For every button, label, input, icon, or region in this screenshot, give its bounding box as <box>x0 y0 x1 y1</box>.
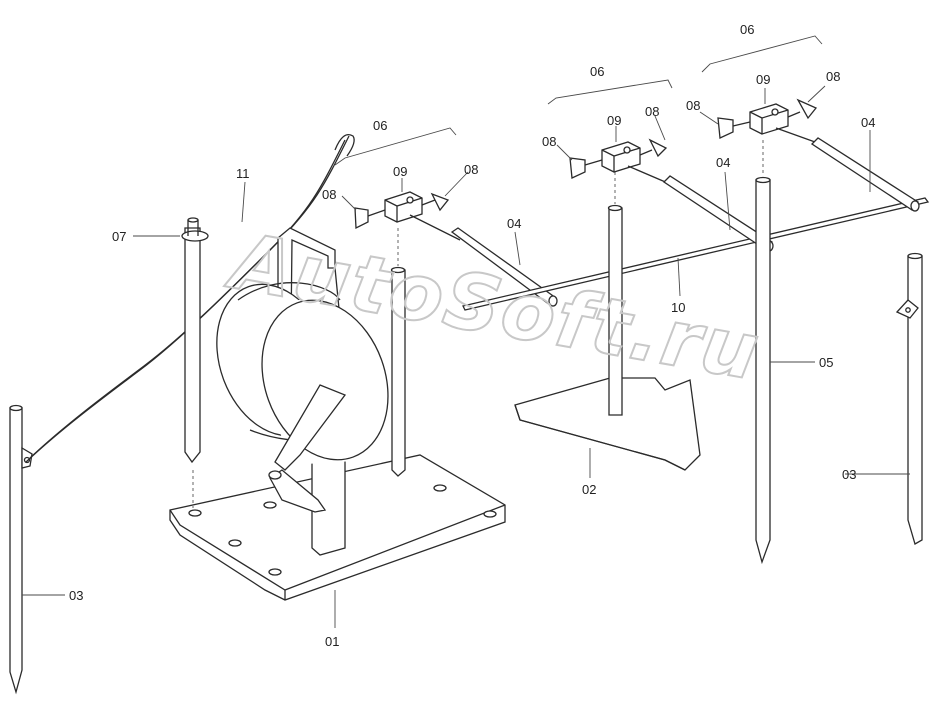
leader-lines <box>22 85 910 628</box>
label-part-03-left: 03 <box>69 588 83 603</box>
base-upright-post <box>390 228 406 477</box>
right-ground-stake <box>895 252 923 545</box>
label-part-08-b: 08 <box>464 162 478 177</box>
label-part-08-d: 08 <box>645 104 659 119</box>
group-bracket-06-right <box>701 35 823 73</box>
clamp-assembly-right <box>717 98 818 143</box>
label-part-04-middle: 04 <box>716 155 730 170</box>
label-part-01: 01 <box>325 634 339 649</box>
label-part-06-middle: 06 <box>590 64 604 79</box>
label-part-08-c: 08 <box>542 134 556 149</box>
clamp-assembly-left <box>354 191 461 241</box>
long-rod-10 <box>462 197 930 311</box>
label-part-08-f: 08 <box>826 69 840 84</box>
label-part-06-right: 06 <box>740 22 754 37</box>
label-part-04-right: 04 <box>861 115 875 130</box>
label-part-03-right: 03 <box>842 467 856 482</box>
reel-drum <box>216 282 389 465</box>
tall-post-05 <box>755 140 771 565</box>
label-part-06-left: 06 <box>373 118 387 133</box>
rod-04-left <box>450 227 558 307</box>
label-part-02: 02 <box>582 482 596 497</box>
middle-upright-post <box>607 172 623 416</box>
left-ground-stake <box>9 404 33 695</box>
support-post-07 <box>181 217 209 508</box>
label-part-09-right: 09 <box>756 72 770 87</box>
group-bracket-06-left <box>334 127 457 166</box>
label-part-09-middle: 09 <box>607 113 621 128</box>
tray-02 <box>514 377 701 471</box>
label-part-08-e: 08 <box>686 98 700 113</box>
label-part-04-left: 04 <box>507 216 521 231</box>
group-bracket-06-middle <box>547 79 673 105</box>
label-part-08-a: 08 <box>322 187 336 202</box>
label-part-10: 10 <box>671 300 685 315</box>
label-part-11: 11 <box>236 166 250 181</box>
label-part-07: 07 <box>112 229 126 244</box>
label-part-09-left: 09 <box>393 164 407 179</box>
clamp-assembly-middle <box>569 138 671 185</box>
crank-handle <box>268 384 347 513</box>
rod-04-right <box>810 137 920 212</box>
label-part-05: 05 <box>819 355 833 370</box>
